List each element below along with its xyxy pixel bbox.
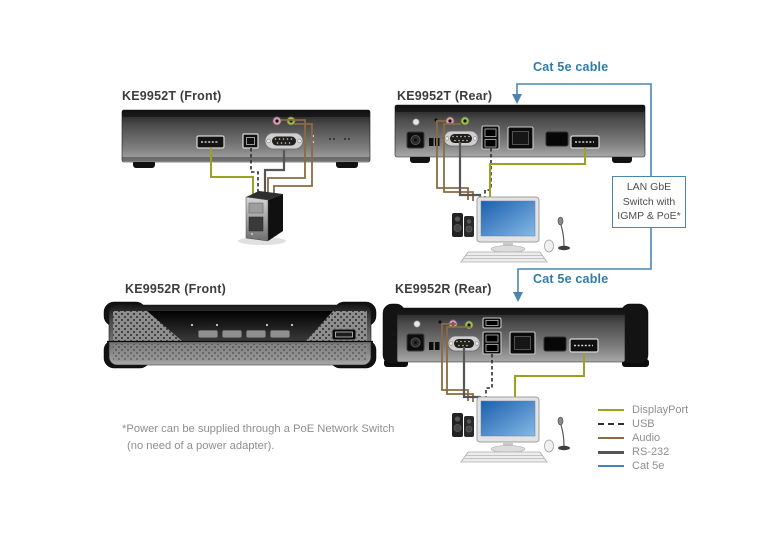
legend-item-cat5e: Cat 5e — [598, 459, 688, 473]
ke9952t-rear-device — [394, 104, 646, 163]
cable-cat5e-top — [516, 83, 652, 176]
console-workstation — [452, 196, 570, 263]
cable-legend: DisplayPort USB Audio RS-232 Cat 5e — [598, 403, 688, 473]
cable-cat5e-bottom — [517, 228, 652, 293]
console-workstation — [452, 396, 570, 463]
arrow-down-icon — [512, 94, 522, 104]
displayport-port-icon — [569, 338, 599, 353]
footnote-line2: (no need of a power adapter). — [127, 440, 275, 453]
lan-gbe-switch-box: LAN GbE Switch with IGMP & PoE* — [612, 176, 686, 228]
cable-displayport — [210, 148, 254, 194]
ke9952r-rear-device — [382, 303, 649, 367]
title-ke9952r-front: KE9952R (Front) — [125, 282, 226, 296]
arrow-down-icon — [513, 292, 523, 302]
keyboard — [460, 451, 548, 463]
microphone — [557, 416, 570, 451]
legend-label: USB — [632, 418, 655, 430]
ke9952t-front-device — [121, 109, 371, 168]
footnote-line1: *Power can be supplied through a PoE Net… — [122, 423, 395, 435]
audio-speaker-jack-icon — [464, 320, 474, 330]
keyboard — [460, 251, 548, 263]
legend-label: RS-232 — [632, 446, 670, 458]
cable-audio — [267, 119, 306, 193]
legend-item-usb: USB — [598, 417, 688, 431]
audio-speaker-jack-icon — [286, 116, 296, 126]
cable-usb — [250, 148, 259, 194]
legend-label: DisplayPort — [632, 404, 689, 416]
title-ke9952r-rear: KE9952R (Rear) — [395, 282, 492, 296]
mouse — [544, 239, 554, 253]
front-panel-buttons — [197, 329, 291, 339]
usb-port-icon — [331, 328, 357, 341]
lan-box-line2: Switch with — [622, 195, 676, 208]
cat5e-line-swatch — [598, 465, 624, 467]
displayport-line-swatch — [598, 409, 624, 411]
audio-speaker-jack-icon — [460, 116, 470, 126]
ke9952r-front-device — [103, 301, 377, 369]
cat5e-cable-label-top: Cat 5e cable — [533, 60, 609, 74]
legend-item-rs232: RS-232 — [598, 445, 688, 459]
front-panel-leds — [190, 323, 294, 327]
audio-mic-jack-icon — [272, 116, 282, 126]
pc-tower — [238, 191, 286, 245]
displayport-port-icon — [196, 135, 225, 149]
audio-line-swatch — [598, 437, 624, 439]
sfp-slot-icon — [543, 336, 567, 352]
dc-power-jack-icon — [406, 131, 425, 149]
dual-usb-port-icon — [481, 125, 500, 150]
lan-box-line1: LAN GbE — [626, 180, 672, 193]
rj45-lan-port-icon — [509, 331, 536, 355]
textured-panel-left — [113, 311, 188, 341]
legend-label: Cat 5e — [632, 460, 665, 472]
cat5e-cable-label-bottom: Cat 5e cable — [533, 272, 609, 286]
legend-item-displayport: DisplayPort — [598, 403, 688, 417]
cable-layer — [210, 83, 652, 404]
mouse — [544, 439, 554, 453]
title-ke9952t-rear: KE9952T (Rear) — [397, 89, 493, 103]
cable-rs232 — [263, 150, 286, 192]
rs232-db9-port-icon — [264, 132, 304, 150]
legend-item-audio: Audio — [598, 431, 688, 445]
dc-power-jack-icon — [406, 333, 425, 352]
cable-displayport — [514, 353, 585, 400]
cable-usb — [485, 354, 493, 404]
microphone — [557, 216, 570, 251]
grounding-switch-icon — [429, 342, 440, 350]
poe-footnote: *Power can be supplied through a PoE Net… — [122, 421, 394, 456]
legend-label: Audio — [632, 432, 661, 444]
rj45-lan-port-icon — [507, 126, 534, 150]
displayport-port-icon — [570, 135, 600, 149]
usb-line-swatch — [598, 423, 624, 425]
cable-displayport — [489, 148, 586, 199]
power-led-icon — [413, 320, 421, 328]
dual-usb-port-icon — [482, 331, 502, 355]
usb-port-icon — [482, 317, 502, 329]
usb-b-port-icon — [242, 133, 259, 149]
lan-box-line3: IGMP & PoE* — [617, 210, 681, 223]
cable-audio — [273, 123, 313, 193]
rs232-line-swatch — [598, 450, 624, 454]
title-ke9952t-front: KE9952T (Front) — [122, 89, 222, 103]
sfp-slot-icon — [545, 131, 569, 147]
power-led-icon — [412, 118, 420, 126]
